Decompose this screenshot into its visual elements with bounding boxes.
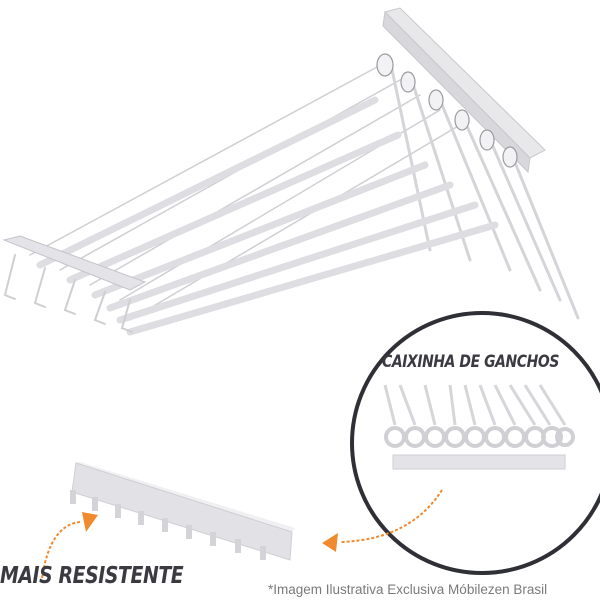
- arrow-to-label: [41, 512, 98, 579]
- hooks-box-detail: [383, 384, 575, 470]
- stronger-label: MAIS RESISTENTE: [0, 563, 184, 589]
- disclaimer-footer: *Imagem Ilustrativa Exclusiva Móbilezen …: [268, 582, 548, 597]
- clothes-rack: [2, 7, 580, 336]
- hooks-box-label: CAIXINHA DE GANCHOS: [382, 352, 559, 372]
- hooks-bracket: [70, 462, 295, 561]
- zoom-circle: [350, 311, 600, 575]
- arrow-to-bracket: [322, 489, 443, 552]
